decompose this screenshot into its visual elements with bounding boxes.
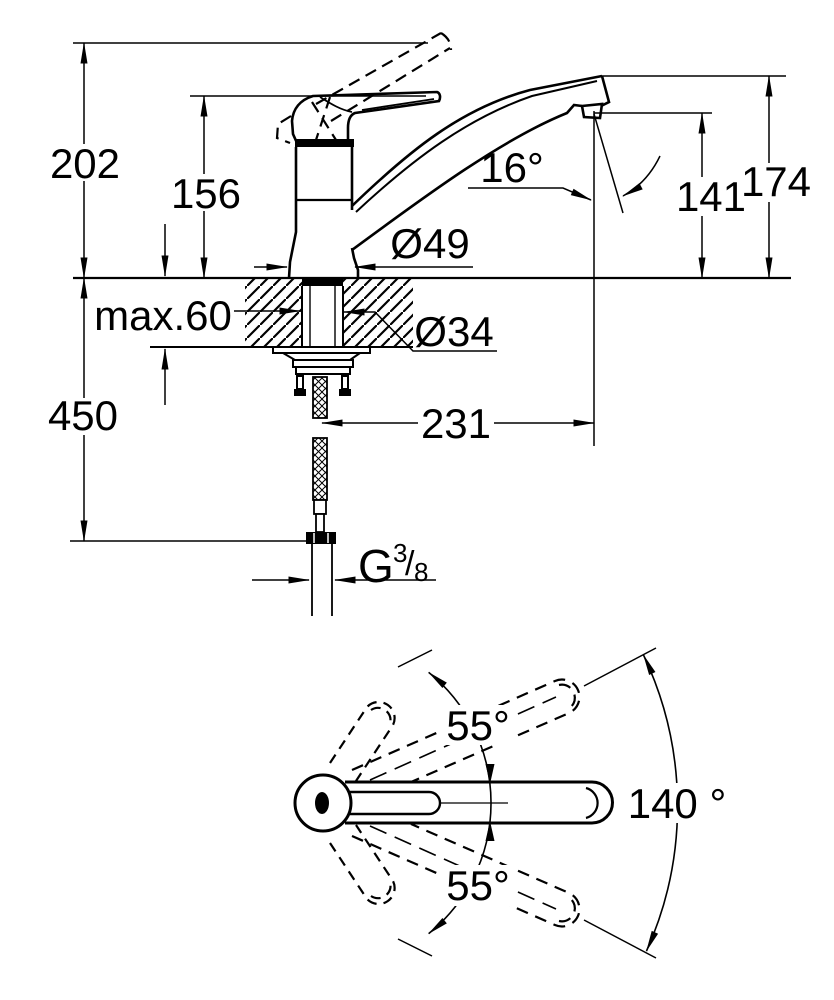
dim-shank-diameter-label: Ø34 [414,308,493,355]
extension-lines [70,42,786,542]
thread-numerator: 3 [393,538,407,568]
pivot-dot [315,792,329,814]
dim-spout-top-label: 174 [741,158,811,205]
faucet-body [287,139,360,279]
handle-top-view [293,773,614,833]
hose-connector-nut [306,532,336,544]
lever-55-down [329,824,396,906]
hose-sleeve [313,499,327,515]
lever-55-positions-dashed [329,700,396,906]
lever-handle [290,90,442,144]
mounting-shank [301,278,344,347]
pivot-circle [293,773,353,833]
label-backgrounds [48,144,806,444]
dim-body-height-label: 156 [171,170,241,217]
dim-max-deck-label: max.60 [94,292,232,339]
counter-section [245,279,413,347]
thread-denominator: 8 [414,557,428,587]
mounting-hardware [272,346,371,396]
lever-handle-raised-dashed [275,32,453,145]
dim-lever-angle-up-label: 55° [446,702,510,749]
top-view-labels: 55° 55° 140 ° [446,702,726,909]
dim-16deg-arc-arrow [622,155,661,197]
dim-d34-leader [343,308,497,352]
lever-extreme-down [351,822,581,928]
dim-total-height-label: 202 [50,140,120,187]
supply-hose [306,376,336,616]
mounting-bolt-right [341,375,349,390]
lever-extreme-positions-dashed [351,678,581,928]
thread-prefix: G [358,540,394,592]
thread-slash: / [405,545,415,583]
lever-extreme-up [351,678,581,784]
top-view-label-backgrounds [441,705,726,906]
dim-reach-label: 231 [421,400,491,447]
dim-16deg-leader [468,187,592,201]
top-view [293,647,726,959]
dim-base-diameter-label: Ø49 [390,220,469,267]
dim-spout-angle-label: 16° [480,144,544,191]
thread-label: G 3 / 8 [358,538,428,592]
dim-hose-length-label: 450 [48,392,118,439]
lever-55-up [329,700,396,782]
dim-swivel-angle-label: 140 ° [628,780,727,827]
dim-outlet-height-label: 141 [676,173,746,220]
side-view [48,32,806,616]
side-view-labels: 202 156 max.60 450 Ø49 Ø34 16° 141 174 2… [48,140,811,592]
edge-arrowheads [485,764,495,841]
dim-lever-angle-down-label: 55° [446,862,510,909]
mounting-bolt-left [296,375,304,390]
spout [351,74,611,252]
handle-slot [350,790,442,816]
aerator [580,102,604,120]
body-top-band [295,139,354,147]
dimension-lines [80,42,773,584]
angle-reference-lines [397,647,657,959]
